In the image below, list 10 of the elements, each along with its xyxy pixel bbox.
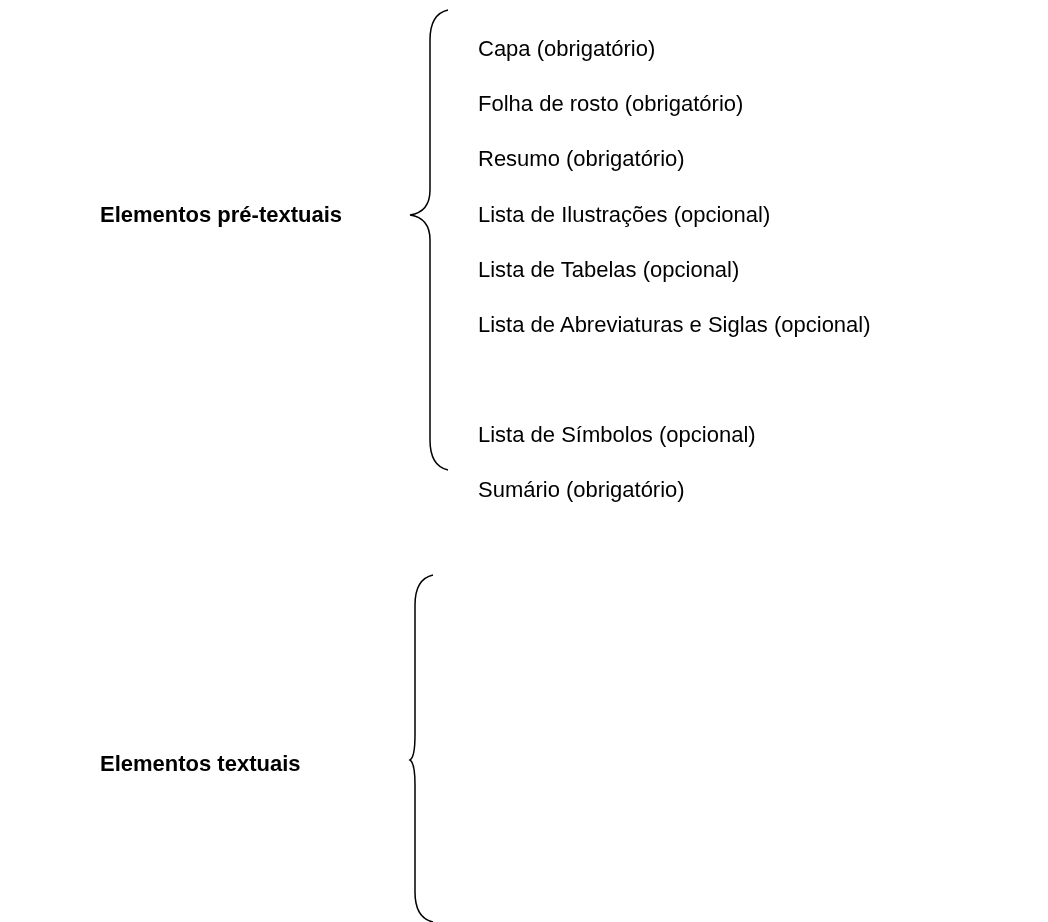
list-item: Lista de Tabelas (opcional): [478, 256, 741, 284]
list-item: Capa (obrigatório): [478, 35, 657, 63]
list-item: Lista de Ilustrações (opcional): [478, 201, 772, 229]
list-item: Resumo (obrigatório): [478, 145, 686, 173]
section-heading: Elementos textuais: [100, 751, 301, 777]
section-heading: Elementos pré-textuais: [100, 202, 343, 228]
list-item: Lista de Símbolos (opcional): [478, 421, 757, 449]
list-item: Sumário (obrigatório): [478, 476, 686, 504]
list-item: Folha de rosto (obrigatório): [478, 90, 745, 118]
list-item: Lista de Abreviaturas e Siglas (opcional): [478, 311, 872, 339]
